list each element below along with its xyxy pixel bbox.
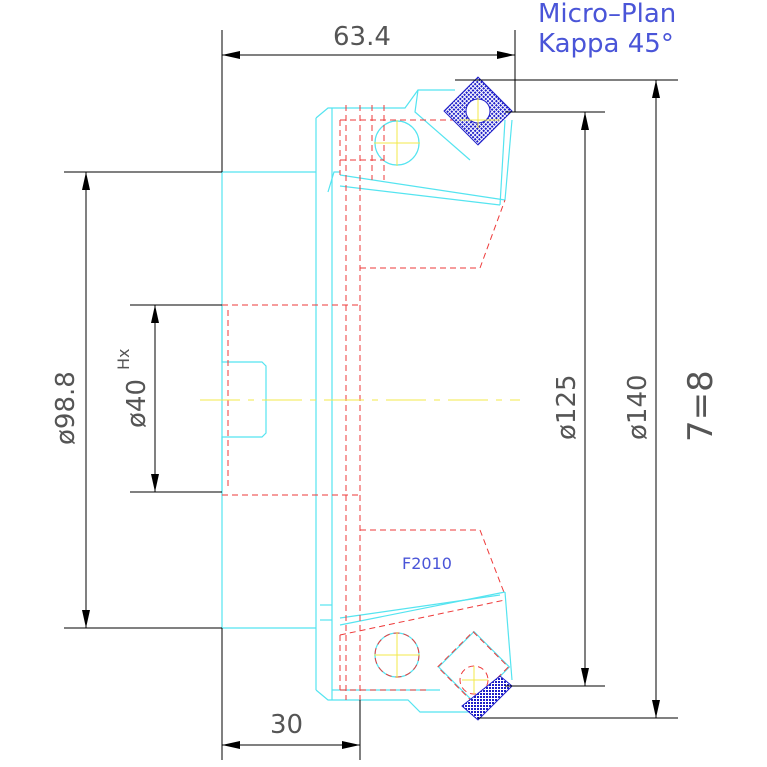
dim-hub-suffix: Hx: [114, 349, 133, 371]
title-line-2: Kappa 45°: [538, 29, 674, 59]
dim-top-width: 63.4: [333, 22, 391, 52]
dim-diameter-125: ø125: [552, 374, 582, 440]
dim-diameter-140: ø140: [623, 374, 653, 440]
insert-code-label: F2010: [402, 554, 452, 573]
dim-teeth: 7=8: [681, 370, 721, 442]
dim-bore-diameter: ø98.8: [51, 371, 81, 445]
dim-hub-diameter: ø40: [122, 379, 152, 428]
cutter-body-outline: [221, 89, 513, 713]
title-line-1: Micro–Plan: [538, 0, 676, 29]
dimension-lines: [64, 30, 678, 760]
dim-bottom-width: 30: [270, 710, 303, 740]
centerlines: [200, 98, 520, 694]
